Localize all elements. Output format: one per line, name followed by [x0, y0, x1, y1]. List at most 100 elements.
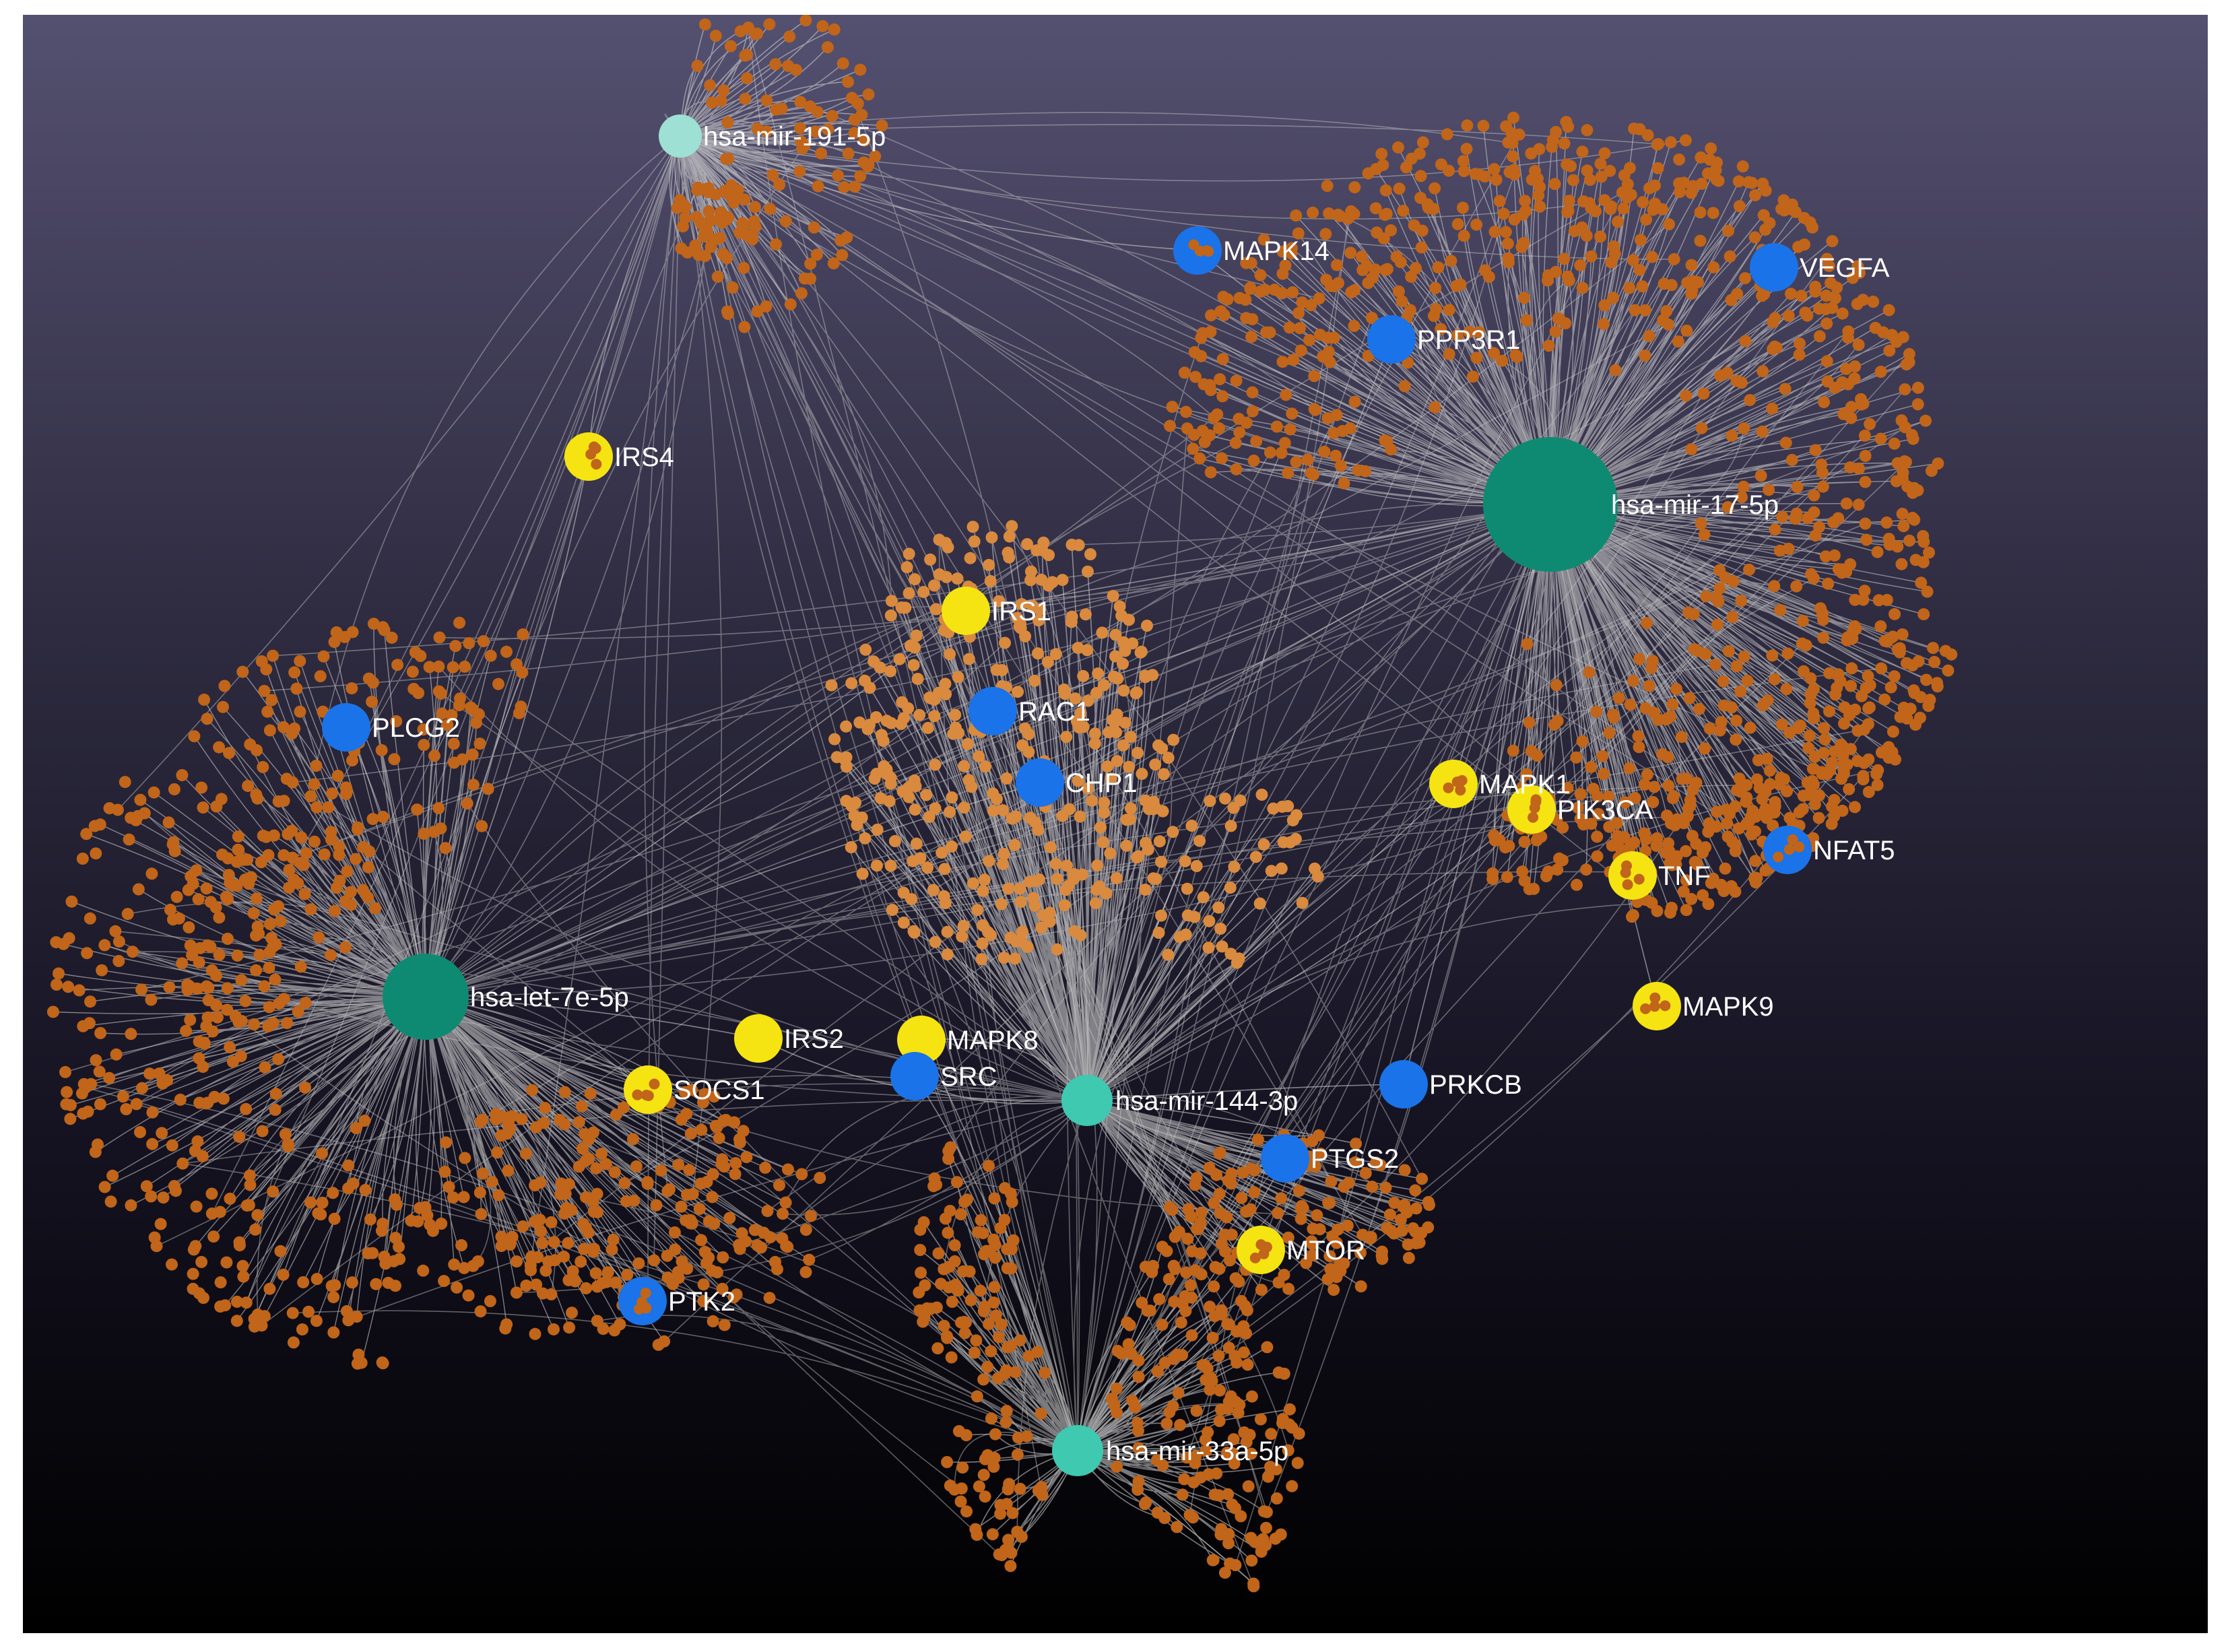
target-gene-node: [759, 1161, 772, 1174]
mirna-node-mir33a[interactable]: [1052, 1425, 1103, 1476]
target-gene-node: [539, 1264, 552, 1277]
hub-gene-node-prkcb[interactable]: [1379, 1060, 1428, 1109]
target-gene-node: [310, 760, 323, 772]
hub-gene-node-plcg2[interactable]: [322, 703, 370, 752]
target-gene-node: [98, 1181, 111, 1193]
target-gene-node: [1348, 395, 1361, 408]
target-gene-node: [979, 1453, 991, 1465]
target-gene-node: [1501, 871, 1513, 884]
target-gene-node: [968, 535, 981, 548]
target-gene-node: [1749, 855, 1762, 867]
mirna-node-mir17[interactable]: [1483, 437, 1618, 572]
target-gene-node: [1167, 826, 1179, 838]
target-gene-node: [998, 1214, 1011, 1226]
target-gene-node: [145, 867, 158, 880]
target-gene-node: [1195, 1268, 1208, 1281]
target-gene-node: [1518, 292, 1530, 304]
target-gene-node: [418, 828, 430, 840]
target-gene-node: [1323, 1197, 1336, 1210]
target-gene-node: [951, 572, 964, 585]
target-gene-node: [470, 717, 483, 729]
mirna-label-mir33a: hsa-mir-33a-5p: [1106, 1436, 1288, 1466]
target-gene-node: [969, 1346, 981, 1359]
target-gene-node: [1852, 339, 1865, 351]
mirna-gene-network: hsa-let-7e-5phsa-mir-17-5phsa-mir-144-3p…: [46, 15, 1958, 1593]
hub-gene-node-vegfa[interactable]: [1750, 243, 1798, 292]
target-gene-node: [1581, 124, 1594, 137]
target-gene-node: [1185, 1329, 1198, 1342]
target-gene-node: [295, 831, 308, 844]
target-gene-node: [1246, 405, 1259, 418]
hub-gene-node-rac1[interactable]: [969, 687, 1017, 735]
target-gene-node: [927, 884, 940, 896]
target-gene-node: [492, 1189, 505, 1201]
target-gene-node: [698, 18, 711, 31]
hub-gene-node-tnf[interactable]: [1608, 851, 1657, 900]
target-gene-node: [949, 708, 962, 721]
target-gene-node: [1769, 523, 1781, 536]
target-gene-node: [1140, 836, 1152, 849]
target-gene-node: [236, 1259, 249, 1272]
target-gene-node: [1627, 254, 1639, 267]
target-gene-node: [1607, 292, 1620, 304]
target-gene-node: [987, 804, 999, 817]
target-gene-node: [1215, 1237, 1228, 1250]
target-gene-node: [1680, 874, 1693, 887]
hub-gene-node-socs1[interactable]: [624, 1065, 672, 1114]
target-gene-node: [221, 1003, 234, 1016]
target-gene-node: [112, 935, 125, 948]
target-gene-node: [1711, 805, 1723, 818]
target-gene-node: [1761, 812, 1773, 824]
target-gene-node: [1224, 882, 1237, 894]
target-gene-node: [1110, 726, 1123, 739]
target-gene-node: [1104, 847, 1117, 860]
target-gene-node: [672, 1158, 685, 1171]
target-gene-node: [125, 1199, 137, 1212]
target-gene-node: [1699, 841, 1712, 854]
hub-gene-node-irs1[interactable]: [942, 587, 990, 635]
target-gene-node: [1664, 136, 1677, 149]
mirna-node-mir191[interactable]: [659, 114, 702, 158]
target-gene-node: [1612, 216, 1624, 228]
target-gene-node: [1084, 548, 1096, 560]
target-gene-node: [183, 921, 195, 933]
target-gene-node: [286, 776, 299, 789]
hub-gene-node-ppp3r1[interactable]: [1367, 315, 1416, 364]
target-gene-node: [999, 1416, 1012, 1428]
target-gene-node: [1309, 403, 1321, 416]
target-gene-node: [739, 49, 752, 62]
target-gene-node: [751, 305, 764, 318]
target-gene-node: [956, 930, 969, 943]
target-gene-node: [936, 847, 948, 859]
target-gene-node: [164, 903, 176, 916]
target-gene-node: [1385, 443, 1398, 456]
target-gene-node: [1542, 339, 1555, 352]
target-gene-node: [1636, 280, 1649, 293]
target-gene-node: [197, 1061, 209, 1073]
target-gene-node: [1581, 164, 1594, 177]
target-gene-node: [1294, 322, 1306, 335]
hub-gene-node-irs2[interactable]: [734, 1014, 783, 1063]
target-gene-node: [1265, 865, 1278, 878]
mirna-node-let7e[interactable]: [383, 954, 469, 1040]
target-gene-node: [796, 142, 809, 155]
hub-gene-node-chp1[interactable]: [1016, 758, 1064, 807]
target-gene-node: [103, 1071, 116, 1084]
target-gene-node: [1043, 906, 1056, 919]
target-gene-node: [1136, 1296, 1148, 1309]
target-gene-node: [1705, 142, 1717, 155]
target-gene-node: [1666, 792, 1679, 805]
hub-gene-node-mapk8[interactable]: [897, 1016, 946, 1064]
target-gene-node: [959, 830, 972, 843]
target-gene-node: [1685, 443, 1698, 455]
target-gene-node: [721, 305, 733, 318]
target-gene-node: [1695, 517, 1707, 530]
hub-gene-node-ptgs2[interactable]: [1261, 1134, 1309, 1183]
target-gene-node: [859, 643, 872, 656]
mirna-node-mir144[interactable]: [1061, 1075, 1113, 1126]
target-gene-node: [992, 1331, 1005, 1344]
target-gene-node: [761, 1205, 774, 1218]
target-gene-node: [1198, 436, 1211, 449]
hub-gene-node-src[interactable]: [890, 1052, 939, 1100]
target-gene-node: [1111, 1344, 1124, 1357]
